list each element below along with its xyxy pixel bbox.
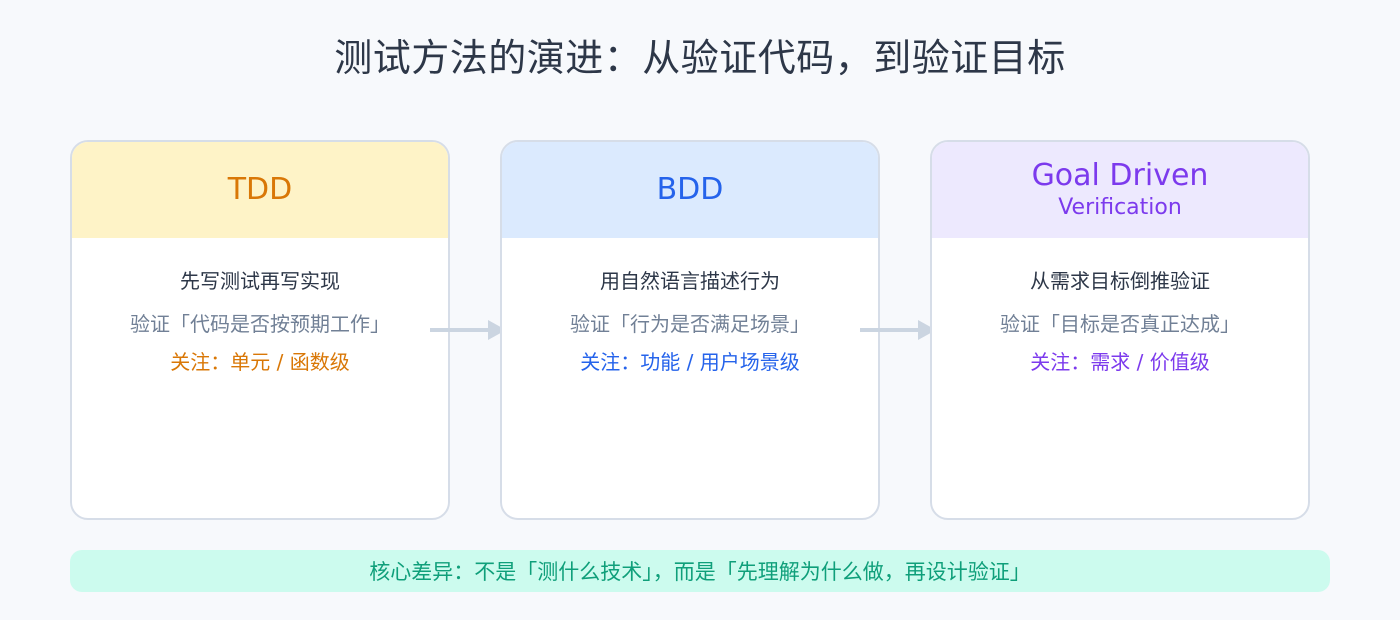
tdd-card: TDD 先写测试再写实现 验证「代码是否按预期工作」 关注：单元 / 函数级 <box>70 140 450 520</box>
arrow-right-icon <box>860 320 936 340</box>
tdd-card-title: TDD <box>227 172 293 207</box>
tdd-card-header: TDD <box>72 142 448 238</box>
tdd-principle: 先写测试再写实现 <box>180 269 340 293</box>
tdd-card-body: 先写测试再写实现 验证「代码是否按预期工作」 关注：单元 / 函数级 <box>72 238 448 376</box>
goal-driven-principle: 从需求目标倒推验证 <box>1030 269 1210 293</box>
goal-driven-focus-text: 关注：需求 / 价值级 <box>1030 350 1210 374</box>
page-title: 测试方法的演进：从验证代码，到验证目标 <box>334 36 1066 80</box>
bdd-card-body: 用自然语言描述行为 验证「行为是否满足场景」 关注：功能 / 用户场景级 <box>502 238 878 376</box>
arrow-right-icon <box>430 320 506 340</box>
goal-driven-card-header: Goal Driven Verification <box>932 142 1308 238</box>
bdd-focus-text: 关注：功能 / 用户场景级 <box>580 350 800 374</box>
goal-driven-card: Goal Driven Verification 从需求目标倒推验证 验证「目标… <box>930 140 1310 520</box>
bdd-card: BDD 用自然语言描述行为 验证「行为是否满足场景」 关注：功能 / 用户场景级 <box>500 140 880 520</box>
bdd-card-title: BDD <box>656 172 724 207</box>
tdd-verify-text: 验证「代码是否按预期工作」 <box>130 312 390 336</box>
core-difference-banner: 核心差异：不是「测什么技术」，而是「先理解为什么做，再设计验证」 <box>70 550 1330 592</box>
goal-driven-card-body: 从需求目标倒推验证 验证「目标是否真正达成」 关注：需求 / 价值级 <box>932 238 1308 376</box>
goal-driven-verify-text: 验证「目标是否真正达成」 <box>1000 312 1240 336</box>
bdd-principle: 用自然语言描述行为 <box>600 269 780 293</box>
goal-driven-card-title: Goal Driven <box>1031 158 1209 193</box>
core-difference-text: 核心差异：不是「测什么技术」，而是「先理解为什么做，再设计验证」 <box>369 560 1031 584</box>
bdd-card-header: BDD <box>502 142 878 238</box>
bdd-verify-text: 验证「行为是否满足场景」 <box>570 312 810 336</box>
goal-driven-card-subtitle: Verification <box>1058 195 1182 220</box>
tdd-focus-text: 关注：单元 / 函数级 <box>170 350 350 374</box>
